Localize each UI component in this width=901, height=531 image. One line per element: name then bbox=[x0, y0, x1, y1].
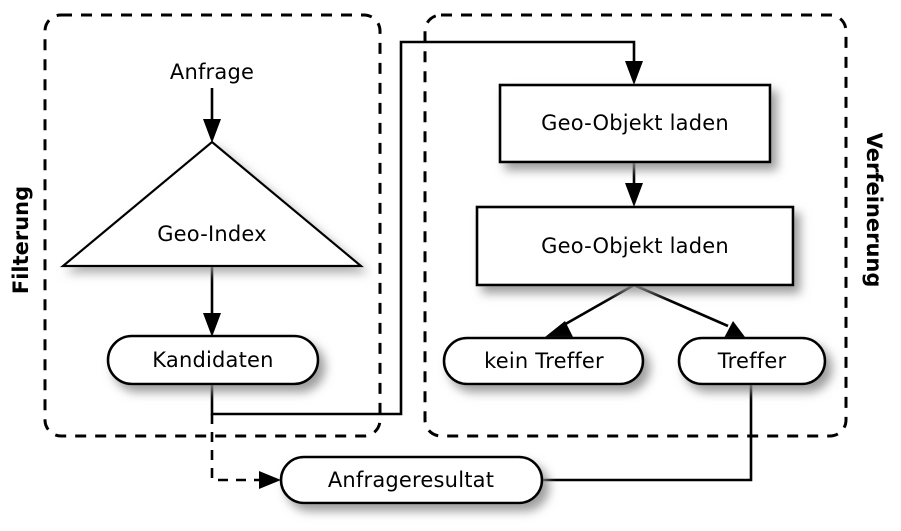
edge-geo-objekt-laden-1-to-2 bbox=[625, 162, 643, 207]
group-filterung: Filterung bbox=[9, 13, 382, 438]
node-kein-treffer-label: kein Treffer bbox=[484, 349, 604, 373]
edge-geo-objekt-laden-2-to-kein-treffer bbox=[545, 283, 635, 337]
node-geo-index: Geo-Index bbox=[59, 140, 365, 268]
edge-geo-index-to-kandidaten bbox=[203, 266, 221, 337]
edge-geo-objekt-laden-2-to-treffer bbox=[633, 283, 745, 338]
group-verfeinerung: Verfeinerung bbox=[423, 13, 886, 438]
node-treffer: Treffer bbox=[677, 336, 827, 386]
node-kein-treffer: kein Treffer bbox=[442, 336, 645, 386]
node-anfrageresultat-label: Anfrageresultat bbox=[328, 468, 494, 492]
group-verfeinerung-border bbox=[423, 13, 848, 438]
group-filterung-border bbox=[43, 13, 382, 438]
node-anfrage: Anfrage bbox=[170, 60, 254, 84]
edge-anfrage-to-geo-index bbox=[203, 88, 221, 143]
node-anfrage-label: Anfrage bbox=[170, 60, 254, 84]
node-kandidaten-label: Kandidaten bbox=[152, 348, 273, 372]
node-geo-objekt-laden-1: Geo-Objekt laden bbox=[498, 83, 772, 164]
node-geo-index-label: Geo-Index bbox=[157, 222, 267, 246]
node-treffer-label: Treffer bbox=[717, 349, 787, 373]
edge-kandidaten-to-geo-objekt-laden-1 bbox=[210, 40, 643, 416]
group-filterung-label: Filterung bbox=[9, 186, 33, 294]
edge-treffer-to-anfrageresultat bbox=[541, 384, 753, 482]
node-anfrageresultat: Anfrageresultat bbox=[279, 455, 544, 505]
node-geo-objekt-laden-1-label: Geo-Objekt laden bbox=[541, 111, 729, 135]
edge-kandidaten-to-anfrageresultat bbox=[210, 414, 281, 489]
group-verfeinerung-label: Verfeinerung bbox=[862, 133, 886, 288]
node-geo-objekt-laden-2: Geo-Objekt laden bbox=[475, 205, 795, 287]
node-kandidaten: Kandidaten bbox=[106, 334, 320, 386]
node-geo-objekt-laden-2-label: Geo-Objekt laden bbox=[541, 234, 729, 258]
